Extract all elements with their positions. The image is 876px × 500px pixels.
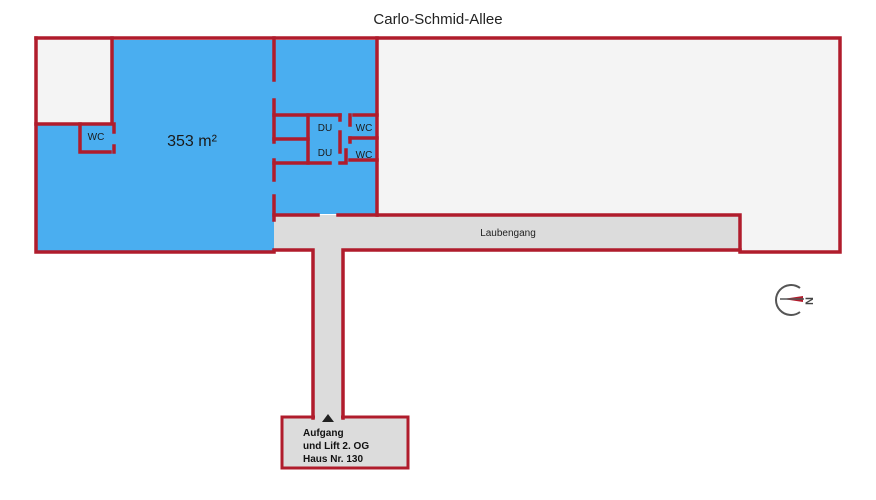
compass-north-label: N [804, 297, 816, 305]
entrance-label-line3: Haus Nr. 130 [303, 454, 363, 465]
rental-unit-area [37, 40, 377, 252]
walls [34, 36, 842, 420]
street-label: Carlo-Schmid-Allee [373, 11, 502, 28]
room-label-du-lower: DU [318, 148, 332, 159]
room-label-wc-upper-right: WC [356, 123, 373, 134]
entrance-label-line2: und Lift 2. OG [303, 441, 369, 452]
room-label-wc-lower-right: WC [356, 150, 373, 161]
room-label-wc-main: WC [88, 132, 105, 143]
entrance-box [280, 415, 410, 470]
room-label-du-upper: DU [318, 123, 332, 134]
laubengang-corridor [274, 215, 740, 250]
compass-icon: N [775, 284, 816, 316]
neutral-room-top-left [37, 40, 112, 124]
entrance-label-line1: Aufgang [303, 428, 344, 439]
unit-area-label: 353 m² [167, 133, 217, 150]
corridor-label: Laubengang [480, 228, 536, 239]
entrance-arrow-icon [322, 414, 334, 422]
access-corridor [313, 250, 343, 418]
